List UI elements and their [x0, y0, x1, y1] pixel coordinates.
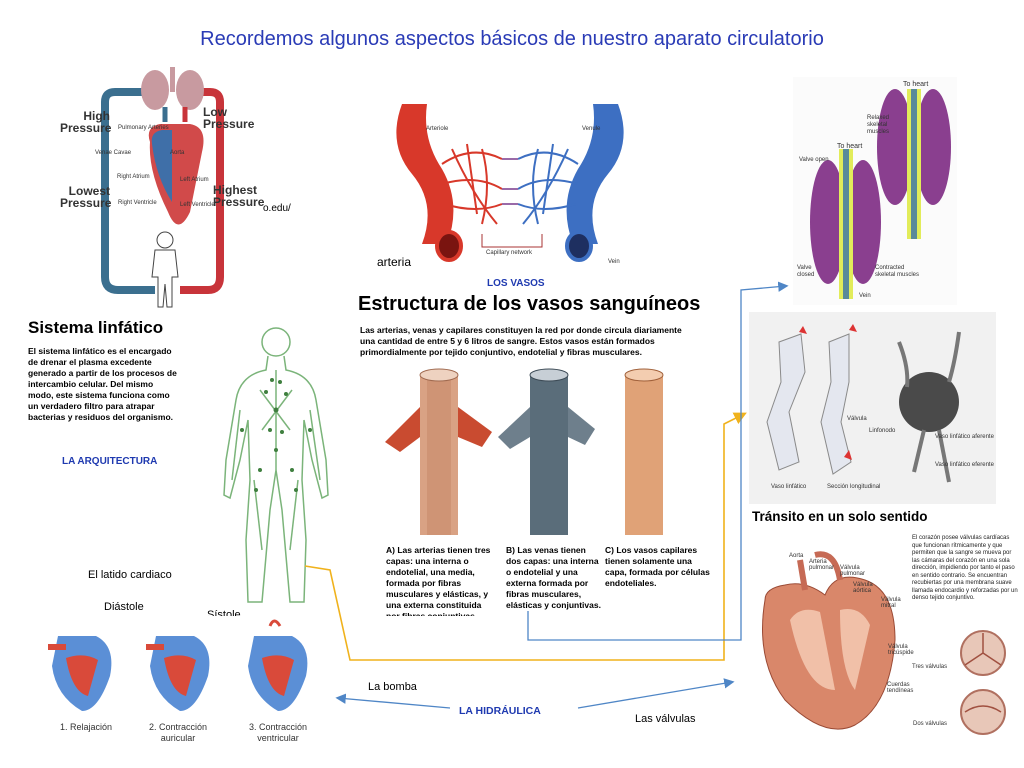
- capillary-network-label: Capillary network: [486, 250, 533, 256]
- page-title: Recordemos algunos aspectos básicos de n…: [200, 28, 824, 50]
- relaxed-label: Relaxed skeletal muscles: [867, 115, 890, 135]
- contracted-label: Contracted skeletal muscles: [875, 265, 920, 278]
- tres-valvulas-label: Tres válvulas: [912, 664, 948, 670]
- dos-valvulas-label: Dos válvulas: [913, 721, 948, 727]
- valve-closed-label: Valve closed: [797, 265, 815, 278]
- seccion-label: Sección longitudinal: [827, 484, 881, 490]
- valvula-label: Válvula: [847, 416, 867, 422]
- linfonodo-label: Linfonodo: [869, 428, 896, 434]
- caption-veins: B) Las venas tienen dos capas: una inter…: [506, 545, 601, 610]
- aorta-label: Aorta: [170, 150, 185, 156]
- muscle-pump-diagram: To heart To heart Relaxed skeletal muscl…: [793, 77, 957, 305]
- right-atrium-label: Right Atrium: [117, 174, 150, 180]
- los-vasos-label: LOS VASOS: [487, 278, 545, 289]
- vessel-structure-panel: Estructura de los vasos sanguíneos Las a…: [350, 289, 720, 616]
- lymph-vessel-diagram: Válvula Linfonodo Vaso linfático aferent…: [749, 312, 996, 504]
- url-fragment: o.edu/: [263, 203, 291, 214]
- left-ventricle-label: Left Ventricle: [180, 202, 215, 208]
- cuerdas-label: Cuerdas tendíneas: [887, 682, 914, 694]
- las-valvulas-label: Las válvulas: [635, 713, 696, 725]
- heartbeat-heading: El latido cardiaco: [88, 569, 172, 581]
- lowest-pressure-label: Lowest Pressure: [60, 184, 112, 210]
- vessel-heading: Estructura de los vasos sanguíneos: [358, 293, 701, 315]
- arteria-label: arteria: [377, 255, 412, 269]
- highest-pressure-label: Highest Pressure: [213, 183, 265, 209]
- pump-vein-label: Vein: [859, 293, 871, 299]
- valvula-mitral-label: Válvula mitral: [881, 597, 901, 609]
- vaso-aferente-label: Vaso linfático aferente: [935, 434, 994, 440]
- right-ventricle-label: Right Ventricle: [118, 200, 157, 206]
- valvula-aortica-label: Válvula aórtica: [853, 582, 873, 594]
- diastole-label: Diástole: [104, 601, 144, 613]
- circulation-diagram: High Pressure Low Pressure Lowest Pressu…: [60, 62, 310, 314]
- venae-cavae-label: Venae Cavae: [95, 150, 132, 156]
- capillary-bed-diagram: Arteriole Venule Capillary network Vein: [382, 104, 638, 274]
- valvula-pulmonar-label: Válvula pulmonar: [840, 565, 866, 577]
- lymph-panel: Sistema linfático El sistema linfático e…: [22, 318, 342, 608]
- arteriole-label: Arteriole: [426, 126, 449, 132]
- aorta-valve-label: Aorta: [789, 553, 804, 559]
- heartbeat-phases-panel: 1. Relajación 2. Contracción auricular 3…: [38, 616, 338, 746]
- lymph-heading: Sistema linfático: [28, 318, 164, 337]
- transit-heading: Tránsito en un solo sentido: [752, 509, 928, 524]
- la-arquitectura-label: LA ARQUITECTURA: [62, 456, 158, 467]
- transit-body: El corazón posee válvulas cardíacas que …: [912, 535, 1018, 601]
- to-heart-label-1: To heart: [903, 81, 929, 88]
- la-hidraulica-label: LA HIDRÁULICA: [459, 705, 541, 717]
- arteria-pulmonar-label: Arteria pulmonar: [809, 559, 835, 571]
- high-pressure-label: High Pressure: [60, 109, 112, 135]
- low-pressure-label: Low Pressure: [203, 105, 255, 131]
- phase-3-label: 3. Contracción ventricular: [248, 722, 308, 743]
- vessel-intro: Las arterias, venas y capilares constitu…: [360, 325, 682, 357]
- pulmonary-arteries-label: Pulmonary Arteries: [118, 125, 169, 131]
- phase-2-label: 2. Contracción auricular: [148, 722, 208, 743]
- heart-valves-diagram: Aorta Arteria pulmonar Válvula pulmonar …: [745, 540, 1020, 745]
- vaso-linfatico-label: Vaso linfático: [771, 484, 807, 490]
- la-bomba-label: La bomba: [368, 681, 417, 693]
- caption-capillaries: C) Los vasos capilares tienen solamente …: [605, 545, 710, 588]
- caption-arteries: A) Las arterias tienen tres capas: una i…: [386, 545, 491, 616]
- to-heart-label-2: To heart: [837, 143, 863, 150]
- lymph-body: El sistema linfático es el encargado de …: [28, 346, 177, 422]
- left-atrium-label: Left Atrium: [180, 177, 209, 183]
- vaso-eferente-label: Vaso linfático eferente: [935, 462, 994, 468]
- valve-open-label: Valve open: [799, 157, 829, 163]
- valvula-tricuspide-label: Válvula tricúspide: [888, 644, 914, 656]
- venule-label: Venule: [582, 126, 601, 132]
- vein-label: Vein: [608, 259, 620, 265]
- phase-1-label: 1. Relajación: [60, 722, 113, 732]
